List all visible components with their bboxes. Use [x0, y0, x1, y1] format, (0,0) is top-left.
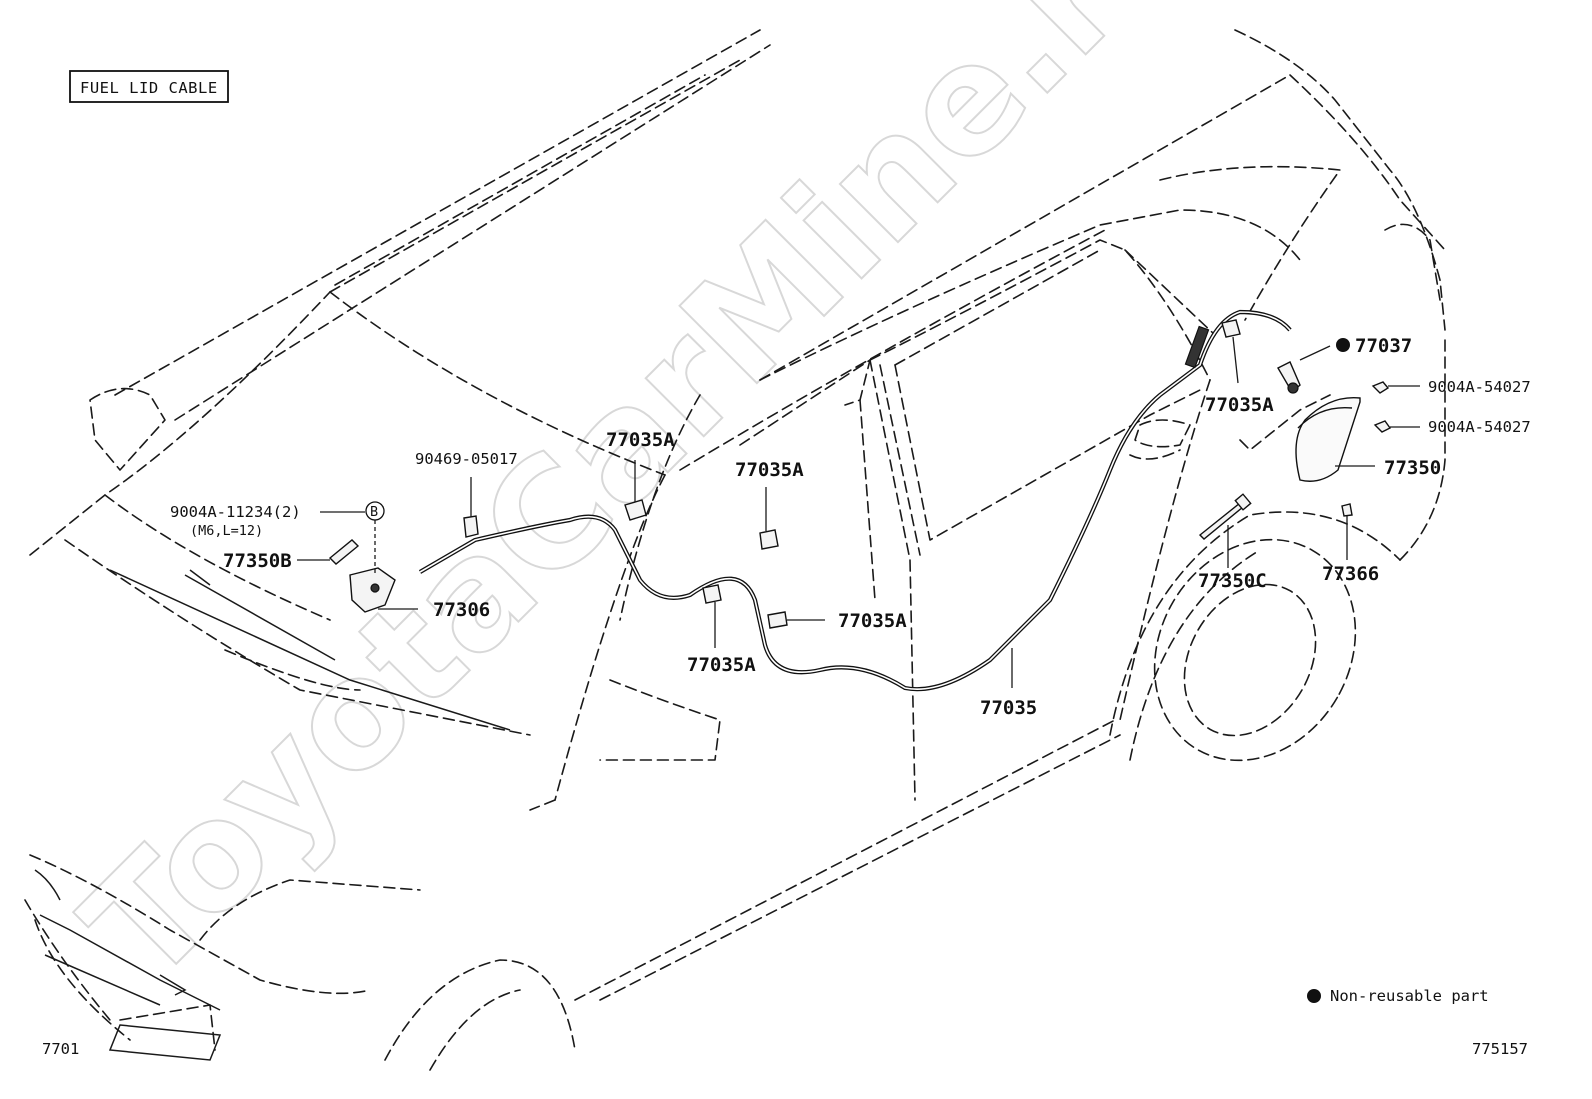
label-9004A-54027-b: 9004A-54027	[1428, 418, 1531, 436]
legend: Non-reusable part	[1307, 987, 1489, 1005]
fuel-lid-cable	[418, 309, 1292, 692]
label-77035A-side: 77035A	[838, 610, 907, 632]
rod-77350C	[1198, 502, 1244, 540]
label-77035A-top: 77035A	[606, 429, 675, 451]
bolt-marker-circle	[365, 501, 385, 521]
label-77035: 77035	[980, 697, 1037, 719]
label-77366: 77366	[1322, 563, 1379, 585]
parts	[328, 319, 1392, 629]
clamp-top	[624, 499, 647, 521]
part-labels: 90469-05017 9004A-11234(2) (M6,L=12) B 7…	[170, 335, 1531, 719]
handle-77350B	[328, 539, 360, 565]
footer-right-code: 775157	[1472, 1040, 1528, 1058]
clamp-mid	[759, 529, 779, 550]
label-77035A-low: 77035A	[687, 654, 756, 676]
clip-90469	[463, 515, 479, 538]
fuel-lid-77350	[1295, 396, 1361, 482]
label-77035A-rear: 77035A	[1205, 394, 1274, 416]
vehicle-outline	[24, 29, 1446, 1071]
label-9004A-11234: 9004A-11234(2)	[170, 503, 301, 521]
clamp-side	[767, 611, 788, 629]
label-9004A-11234-spec: (M6,L=12)	[190, 523, 263, 539]
non-reusable-dot-77037	[1336, 338, 1350, 352]
label-77350C: 77350C	[1198, 570, 1267, 592]
label-77037: 77037	[1355, 335, 1412, 357]
label-77306: 77306	[433, 599, 490, 621]
label-77350: 77350	[1384, 457, 1441, 479]
clamp-low	[702, 584, 722, 604]
page-title: FUEL LID CABLE	[80, 79, 218, 97]
leader-lines	[297, 336, 1420, 688]
title-box	[69, 70, 229, 103]
label-77035A-mid: 77035A	[735, 459, 804, 481]
bolt-marker: B	[370, 504, 378, 520]
legend-non-reusable: Non-reusable part	[1330, 987, 1489, 1005]
screw-b	[1373, 420, 1392, 433]
label-90469-05017: 90469-05017	[415, 450, 518, 468]
clamp-rear	[1221, 319, 1241, 338]
screw-a	[1371, 381, 1390, 394]
legend-dot	[1307, 989, 1321, 1003]
label-9004A-54027-a: 9004A-54027	[1428, 378, 1531, 396]
label-77350B: 77350B	[223, 550, 292, 572]
cushion-77366	[1341, 503, 1353, 517]
footer-left-code: 7701	[42, 1040, 79, 1058]
